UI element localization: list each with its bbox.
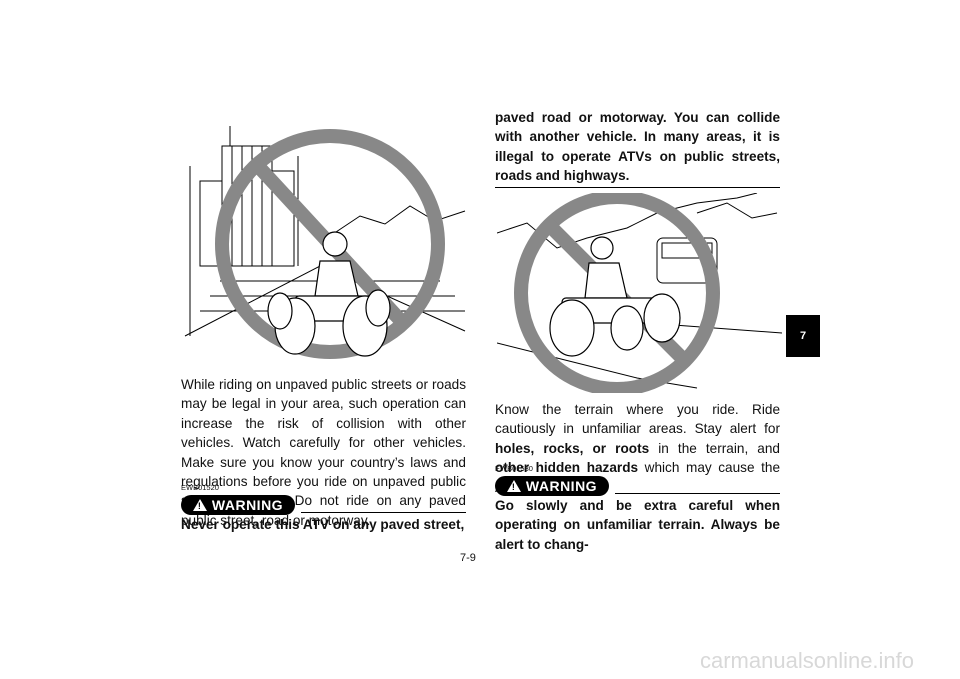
left-warning-block: Never operate this ATV on any paved stre… <box>181 515 466 534</box>
warning-triangle-icon: ! <box>192 499 207 511</box>
page-number: 7-9 <box>460 552 476 564</box>
atv-street-prohibited-illustration <box>184 126 466 359</box>
right-warning-label: WARNING <box>525 478 598 494</box>
right-warning-block: Go slowly and be extra careful when oper… <box>495 496 780 554</box>
left-warning-text: Never operate this ATV on any paved stre… <box>181 517 465 532</box>
left-warning-header: ! WARNING <box>181 495 466 517</box>
right-warning-rule <box>495 187 780 188</box>
left-warning-code: EWB01520 <box>181 483 219 492</box>
right-warning-badge: ! WARNING <box>495 476 609 496</box>
right-warning-continued-block: paved road or motorway. You can collide … <box>495 108 780 186</box>
right-warning-header: ! WARNING <box>495 476 780 498</box>
chapter-tab: 7 <box>786 315 820 357</box>
watermark: carmanualsonline.info <box>700 648 915 673</box>
atv-unfamiliar-terrain-illustration <box>497 193 782 393</box>
left-warning-badge: ! WARNING <box>181 495 295 515</box>
left-warning-label: WARNING <box>211 497 284 513</box>
warning-triangle-icon: ! <box>506 480 521 492</box>
right-warning-code: EWB01530 <box>495 464 533 473</box>
right-warning-continued-text: paved road or motorway. You can collide … <box>495 110 780 184</box>
right-warning-text: Go slowly and be extra careful when oper… <box>495 498 780 552</box>
